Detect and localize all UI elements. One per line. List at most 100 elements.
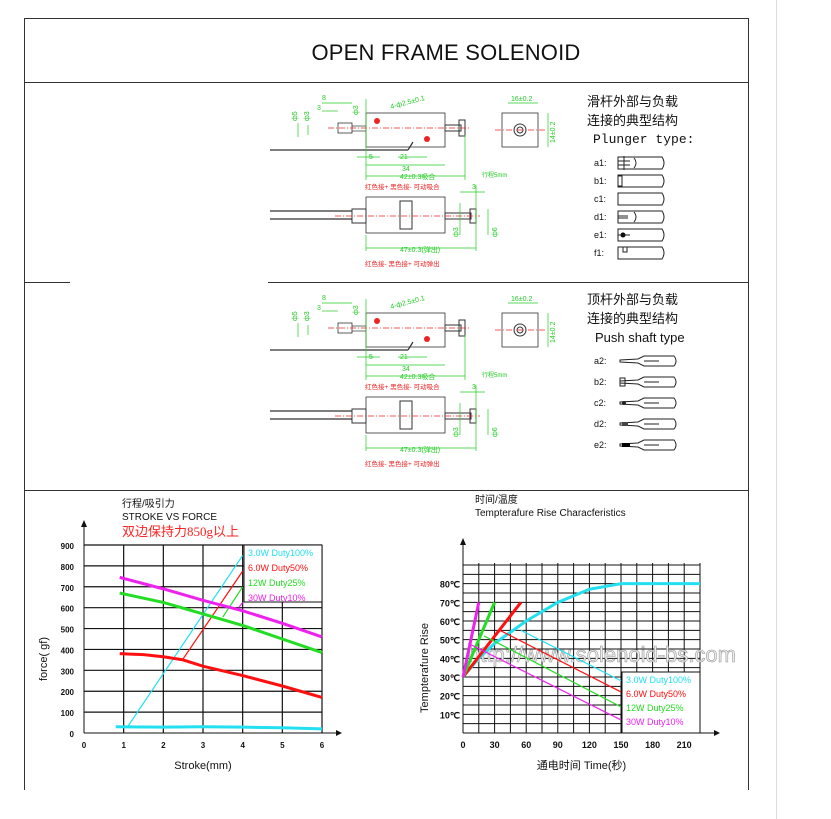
dimension-label: 8 xyxy=(322,295,326,302)
temp-chart-heading: 时间/温度 Tempterafure Rise Characferistics xyxy=(475,494,626,520)
type-shape-icon xyxy=(619,355,677,366)
dimension-label: 行程5mm xyxy=(482,371,507,379)
leader-line xyxy=(222,586,244,618)
type-label: f1: xyxy=(594,248,605,258)
dimension-label: 16±0.2 xyxy=(511,296,532,303)
y-tick-label: 20℃ xyxy=(440,692,460,702)
x-axis-label: 通电时间 Time(秒) xyxy=(537,758,626,772)
x-tick-label: 30 xyxy=(490,740,500,750)
x-tick-label: 120 xyxy=(582,740,597,750)
y-tick-label: 300 xyxy=(61,667,75,676)
dimension-label: 47±0.3(弹出) xyxy=(400,445,440,454)
coil-core xyxy=(399,200,413,230)
x-tick-label: 0 xyxy=(82,741,87,750)
series-line xyxy=(461,601,496,678)
y-tick-label: 900 xyxy=(61,542,75,551)
wiring-note: 红色接+ 黑色接- 可动吸合 xyxy=(365,382,440,391)
force-chart-title: STROKE VS FORCE xyxy=(122,512,218,523)
y-axis-arrow-icon xyxy=(460,538,466,545)
type-shape-icon xyxy=(619,439,677,450)
wire xyxy=(407,141,414,151)
end-view xyxy=(501,112,539,148)
x-axis-arrow-icon xyxy=(714,730,720,736)
x-tick-label: 150 xyxy=(613,740,628,750)
dimension-label: 21 xyxy=(400,154,408,161)
push-type-list: a2:b2:c2:d2:e2: xyxy=(594,350,684,455)
push-title-cn1: 顶杆外部与负载 xyxy=(587,292,679,307)
push-title-cn2: 连接的典型结构 xyxy=(587,311,679,326)
wiring-note: 红色接- 黑色接+ 可动弹出 xyxy=(365,259,440,268)
dimension-label: ф6 xyxy=(492,427,499,437)
legend-entry: 6.0W Duty50% xyxy=(626,689,686,699)
decay-line xyxy=(483,635,622,708)
dimension-label: 42±0.3吸合 xyxy=(400,372,435,381)
type-label: e1: xyxy=(594,230,607,240)
leader-line xyxy=(127,555,244,728)
mount-hole xyxy=(374,318,380,324)
x-axis-label: Stroke(mm) xyxy=(174,760,231,772)
scrollbar-edge[interactable] xyxy=(776,0,777,819)
x-tick-label: 210 xyxy=(677,740,692,750)
type-label: b1: xyxy=(594,176,607,186)
x-tick-label: 180 xyxy=(645,740,660,750)
type-item: e2: xyxy=(594,434,684,455)
plunger-title-cn1: 滑杆外部与负载 xyxy=(587,94,679,109)
dimension-label: 3 xyxy=(472,384,476,391)
type-label: c1: xyxy=(594,194,607,204)
dimension-label: ф5 xyxy=(292,311,299,321)
plunger-type-list: a1:b1:c1:d1:e1:f1: xyxy=(594,154,674,262)
type-shape-icon xyxy=(617,156,665,170)
y-tick-label: 600 xyxy=(61,605,75,614)
dimension-label: 21 xyxy=(400,354,408,361)
dimension-label: 47±0.3(弹出) xyxy=(400,245,440,254)
wire xyxy=(407,341,414,351)
y-tick-label: 800 xyxy=(61,563,75,572)
dimension-label: 行程5mm xyxy=(482,171,507,179)
type-shape-icon xyxy=(619,376,677,387)
plunger-type-heading: 滑杆外部与负载 连接的典型结构 Plunger type: xyxy=(587,92,694,149)
force-chart-title-cn: 行程/吸引力 xyxy=(122,499,175,510)
legend-entry: 12W Duty25% xyxy=(626,703,684,713)
plunger-title-en: Plunger type: xyxy=(593,132,695,147)
type-shape-icon xyxy=(617,210,665,224)
wiring-note: 红色接- 黑色接+ 可动弹出 xyxy=(365,459,440,468)
dimension-label: ф3 xyxy=(353,105,360,115)
dimension-label: 34 xyxy=(402,166,410,173)
series-line xyxy=(461,582,700,678)
dimension-label: ф3 xyxy=(453,227,460,237)
dimension-label: 8 xyxy=(322,95,326,102)
dimension-label: ф3 xyxy=(353,305,360,315)
legend-box xyxy=(243,544,323,603)
x-axis-arrow-icon xyxy=(336,730,342,736)
x-tick-label: 2 xyxy=(161,741,166,750)
x-tick-label: 5 xyxy=(280,741,285,750)
legend-entry: 3.0W Duty100% xyxy=(248,548,313,558)
y-tick-label: 0 xyxy=(70,730,75,739)
y-tick-label: 30℃ xyxy=(440,673,460,683)
type-label: d2: xyxy=(594,418,607,429)
y-tick-label: 700 xyxy=(61,584,75,593)
force-chart-heading: 行程/吸引力 STROKE VS FORCE 双边保持力850g以上 xyxy=(122,498,239,538)
temp-chart-title-cn: 时间/温度 xyxy=(475,495,518,506)
y-tick-label: 10℃ xyxy=(440,710,460,720)
dimension-label: ф3 xyxy=(304,111,311,121)
type-item: e1: xyxy=(594,226,674,244)
type-item: d2: xyxy=(594,413,684,434)
legend-entry: 30W Duty10% xyxy=(248,593,306,603)
decay-line xyxy=(520,629,622,682)
x-tick-label: 3 xyxy=(201,741,206,750)
type-item: c1: xyxy=(594,190,674,208)
mount-hole xyxy=(374,118,380,124)
type-shape-icon xyxy=(619,397,677,408)
type-label: a1: xyxy=(594,158,607,168)
series-line xyxy=(115,725,323,731)
type-item: b1: xyxy=(594,172,674,190)
x-tick-label: 1 xyxy=(121,741,126,750)
mount-hole xyxy=(424,336,430,342)
mount-hole xyxy=(424,136,430,142)
divider-title xyxy=(24,82,748,83)
